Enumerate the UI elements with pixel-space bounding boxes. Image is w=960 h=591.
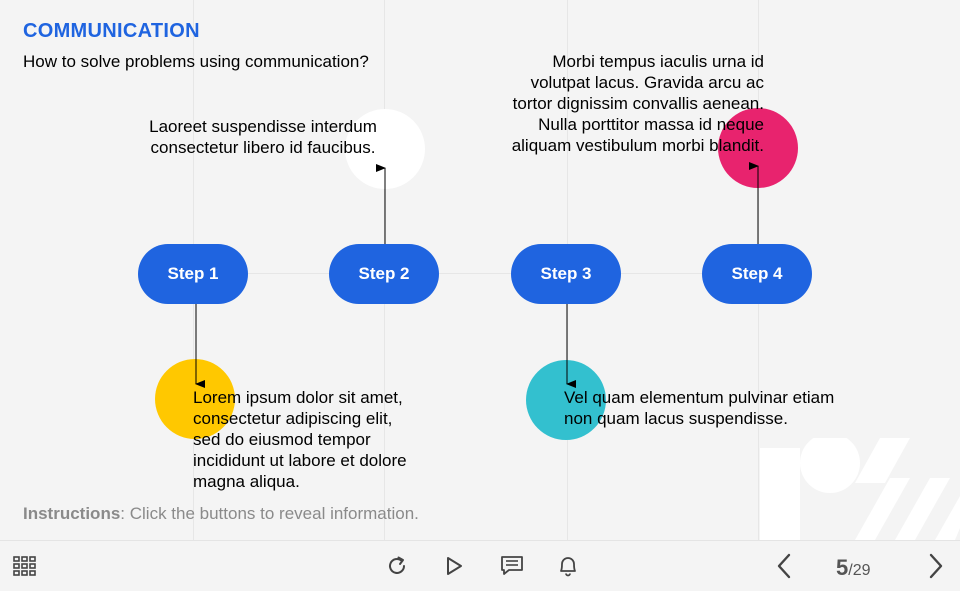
text-line: tortor dignissim convallis aenean.	[512, 94, 764, 113]
page-title: COMMUNICATION	[23, 20, 200, 42]
text-line: Nulla porttitor massa id neque	[538, 115, 764, 134]
step-2-button[interactable]: Step 2	[329, 244, 439, 304]
text-line: volutpat lacus. Gravida arcu ac	[530, 73, 764, 92]
text-line: consectetur adipiscing elit,	[193, 409, 393, 428]
grid-menu-icon[interactable]	[10, 551, 40, 581]
bell-icon[interactable]	[553, 551, 583, 581]
total-pages: /29	[848, 562, 871, 579]
text-line: Morbi tempus iaculis urna id	[552, 52, 764, 71]
step-2-text: Laoreet suspendisse interdum consectetur…	[113, 116, 413, 158]
text-line: consectetur libero id faucibus.	[150, 138, 376, 157]
step-1-dot	[155, 359, 235, 439]
slide-canvas: COMMUNICATION How to solve problems usin…	[23, 0, 960, 540]
instructions-text: : Click the buttons to reveal informatio…	[120, 504, 419, 523]
instructions: Instructions: Click the buttons to revea…	[23, 504, 419, 524]
connector-arrows	[195, 162, 759, 388]
step-3-text: Vel quam elementum pulvinar etiam non qu…	[564, 387, 834, 429]
text-line: non quam lacus suspendisse.	[564, 409, 788, 428]
text-line: Laoreet suspendisse interdum	[149, 117, 377, 136]
step-1-text: Lorem ipsum dolor sit amet, consectetur …	[193, 387, 407, 492]
step-3-dot	[526, 360, 606, 440]
chevron-right-icon[interactable]	[920, 551, 950, 581]
timeline-line	[196, 273, 758, 274]
text-line: aliquam vestibulum morbi blandit.	[511, 136, 764, 155]
text-line: Lorem ipsum dolor sit amet,	[193, 388, 403, 407]
transcript-icon[interactable]	[497, 551, 527, 581]
page-counter: 5/29	[836, 555, 871, 581]
player-control-bar: 5/29	[0, 540, 960, 591]
step-3-button[interactable]: Step 3	[511, 244, 621, 304]
page-subtitle: How to solve problems using communicatio…	[23, 52, 369, 71]
chevron-left-icon[interactable]	[770, 551, 800, 581]
replay-icon[interactable]	[382, 551, 412, 581]
step-4-button[interactable]: Step 4	[702, 244, 812, 304]
decorative-stripes	[760, 438, 960, 540]
instructions-label: Instructions	[23, 504, 121, 523]
text-line: Vel quam elementum pulvinar etiam	[564, 388, 835, 407]
step-4-text: Morbi tempus iaculis urna id volutpat la…	[454, 51, 764, 156]
play-icon[interactable]	[439, 551, 469, 581]
step-1-button[interactable]: Step 1	[138, 244, 248, 304]
current-page: 5	[836, 555, 849, 580]
text-line: incididunt ut labore et dolore	[193, 451, 407, 470]
text-line: sed do eiusmod tempor	[193, 430, 371, 449]
text-line: magna aliqua.	[193, 472, 300, 491]
